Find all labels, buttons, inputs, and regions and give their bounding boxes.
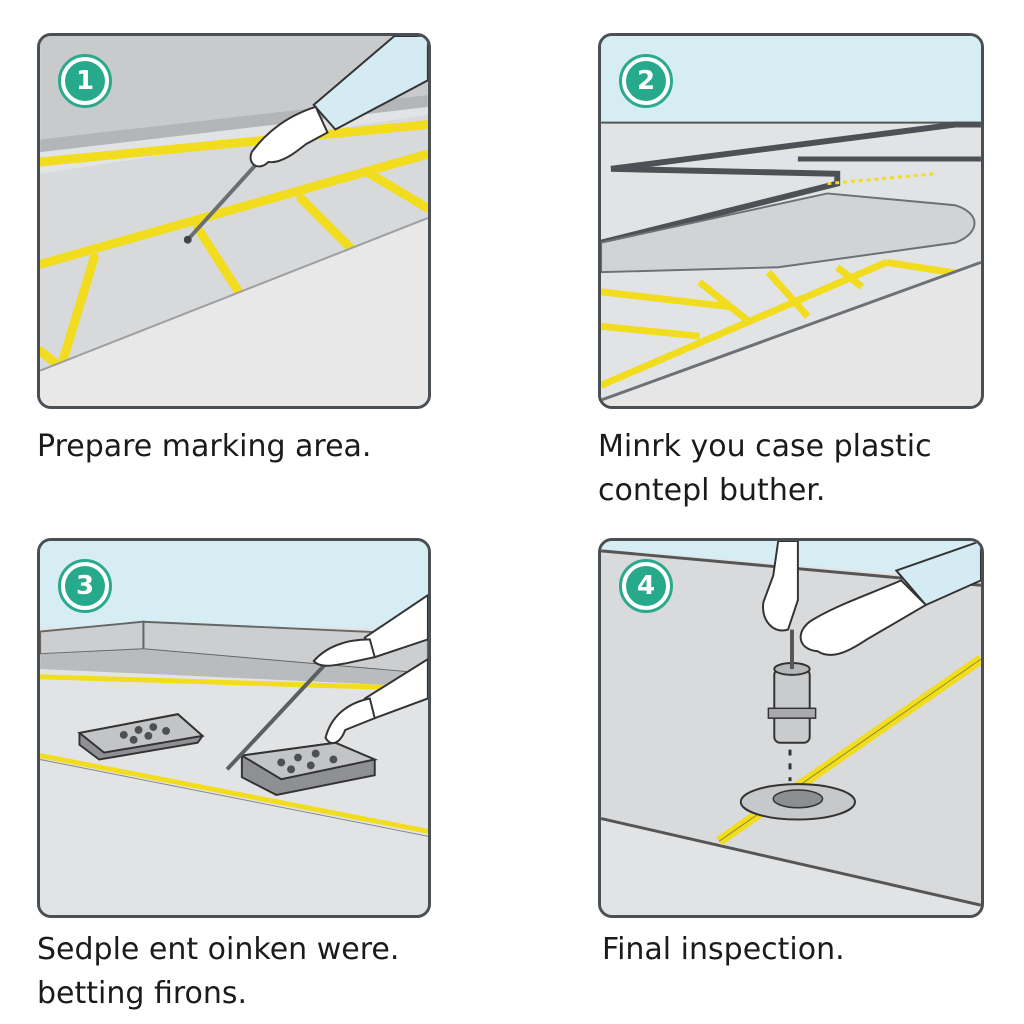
step-3-panel: 3 (37, 538, 431, 918)
caption-line: betting firons. (37, 976, 248, 1011)
step-4-panel: 4 (598, 538, 984, 918)
caption-line: Sedple ent oinken were. (37, 932, 400, 967)
step-4-caption: Final inspection. (602, 928, 845, 972)
step-1-caption: Prepare marking area. (37, 425, 371, 469)
caption-line: Prepare marking area. (37, 429, 372, 464)
caption-line: Final inspection. (602, 932, 845, 967)
step-number: 2 (626, 61, 666, 101)
step-1-panel: 1 (37, 33, 431, 409)
step-4-badge: 4 (619, 559, 673, 613)
step-2-illustration (601, 36, 981, 406)
step-number: 3 (65, 566, 105, 606)
step-1-badge: 1 (58, 54, 112, 108)
step-number: 4 (626, 566, 666, 606)
step-2-panel: 2 (598, 33, 984, 409)
caption-line: contepl buther. (598, 473, 826, 508)
step-number: 1 (65, 61, 105, 101)
step-3-caption: Sedple ent oinken were. betting firons. (37, 928, 399, 1016)
step-4-illustration (601, 541, 981, 915)
step-2-caption: Minrk you case plastic contepl buther. (598, 425, 932, 513)
step-3-badge: 3 (58, 559, 112, 613)
step-1-illustration (40, 36, 428, 406)
caption-line: Minrk you case plastic (598, 429, 932, 464)
step-2-badge: 2 (619, 54, 673, 108)
